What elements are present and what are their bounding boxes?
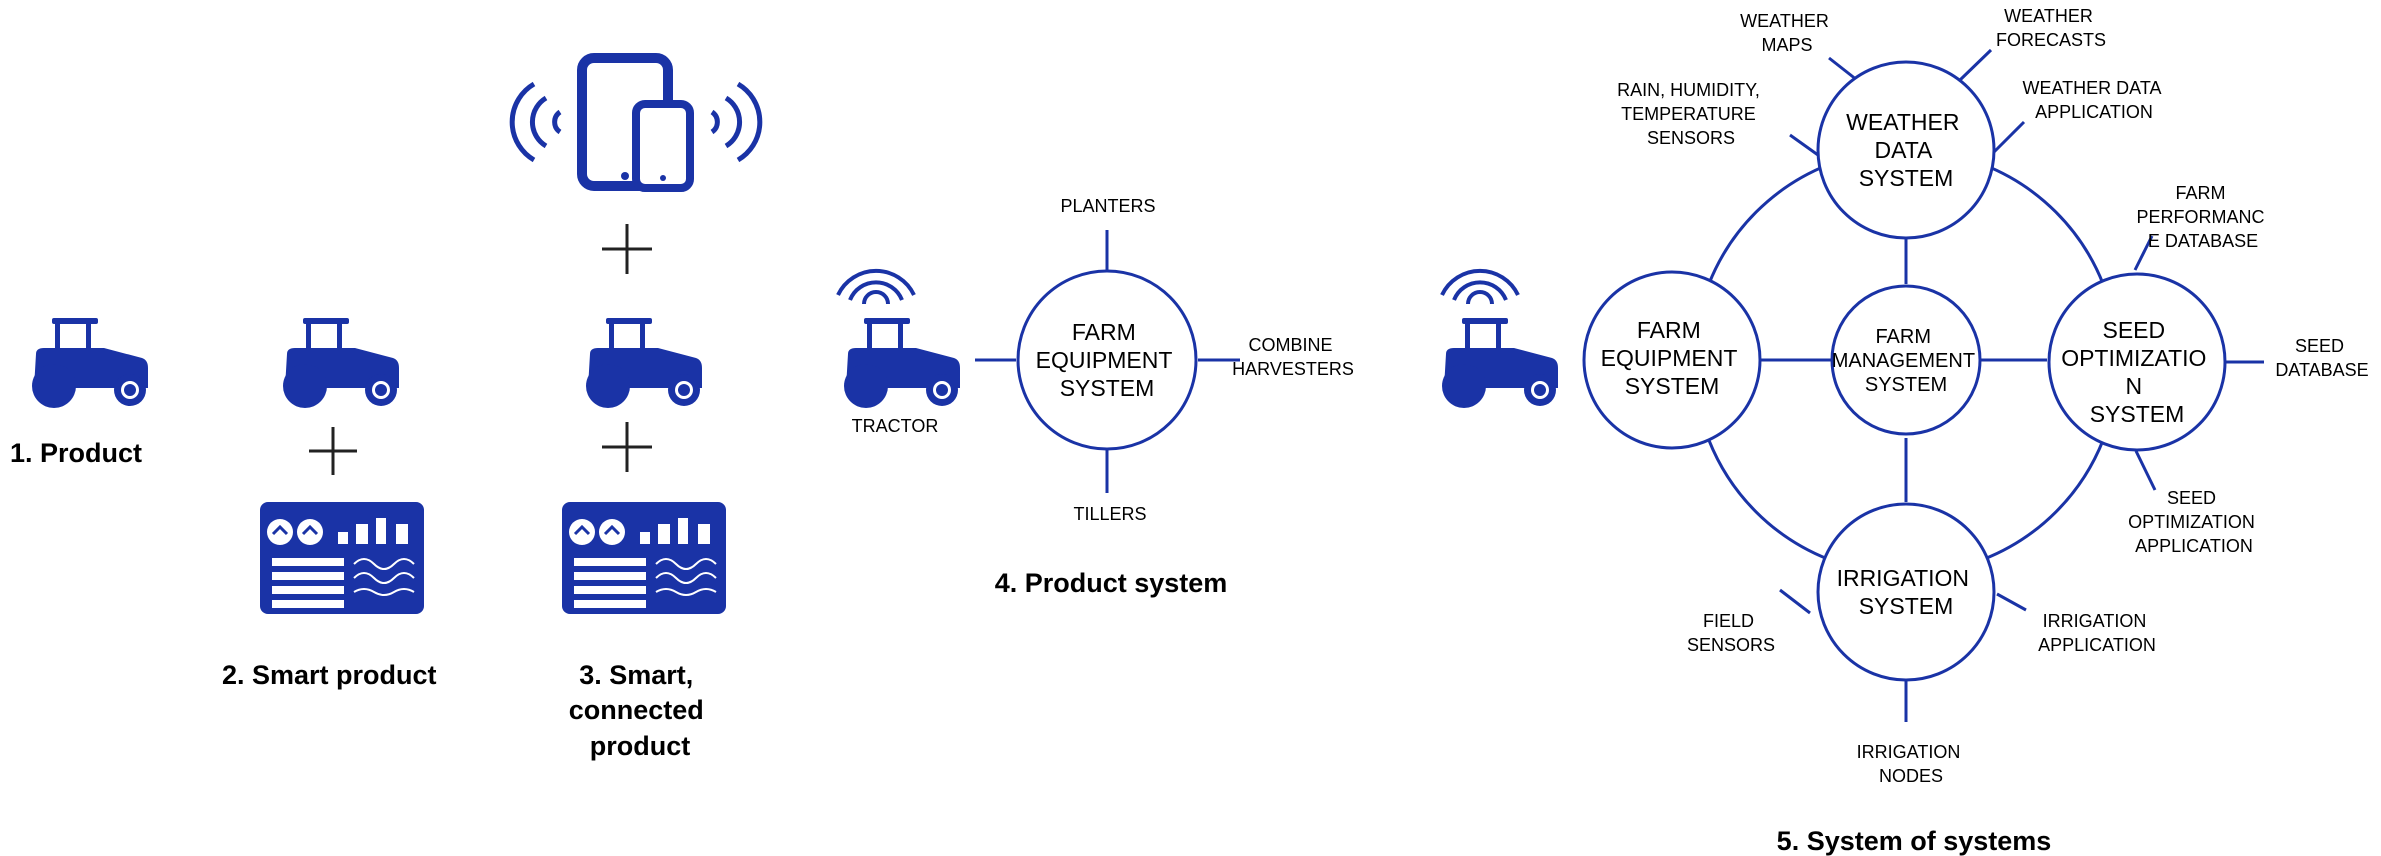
farm-management-system-label: FARM MANAGEMENT SYSTEM [1832,326,1981,396]
seed-database-label: SEED DATABASE [2275,336,2368,380]
irrigation-system-node [1816,502,1996,682]
stage-3-label: 3. Smart, connected product [569,660,712,761]
seed-optimization-system-label: SEED OPTIMIZATIO N SYSTEM [2061,317,2213,427]
plus-icon [602,422,652,472]
farm-equipment-system-label: FARM EQUIPMENT SYSTEM [1036,319,1179,401]
tractor-icon [283,318,399,408]
seed-optimization-application-label: SEED OPTIMIZATION APPLICATION [2128,488,2260,556]
weather-data-system-label: WEATHER DATA SYSTEM [1846,109,1966,191]
stage-4-label: 4. Product system [995,568,1228,598]
planters-label: PLANTERS [1060,196,1155,216]
weather-data-system-node [1816,60,1996,240]
stage-1-label: 1. Product [10,438,142,468]
product-system-connectors [975,230,1240,493]
weather-forecasts-label: WEATHER FORECASTS [1996,6,2106,50]
weather-data-application-label: WEATHER DATA APPLICATION [2022,78,2165,122]
tractor-icon [32,318,148,408]
seed-optimization-system-node [2047,272,2227,452]
irrigation-system-label: IRRIGATION SYSTEM [1837,565,1976,619]
plus-icon [602,224,652,274]
farm-equipment-system-hub [1016,269,1198,451]
farm-equipment-system-node [1582,270,1762,450]
stage-5-label: 5. System of systems [1777,826,2052,856]
stage-2-label: 2. Smart product [222,660,437,690]
farm-performance-database-label: FARM PERFORMANC E DATABASE [2136,183,2269,251]
irrigation-nodes-label: IRRIGATION NODES [1857,742,1966,786]
tractor-label: TRACTOR [852,416,939,436]
wifi-icon [836,268,916,306]
wireless-tablet-icon [512,53,760,192]
plus-icon [309,427,357,475]
irrigation-application-label: IRRIGATION APPLICATION [2038,611,2156,655]
field-sensors-label: FIELD SENSORS [1687,611,1775,655]
dashboard-icon [560,500,728,616]
tractor-icon [1442,318,1558,408]
farm-management-system-node [1830,284,1982,436]
dashboard-icon [258,500,426,616]
combine-harvesters-label: COMBINE HARVESTERS [1232,335,1354,379]
tractor-icon [844,318,960,408]
tillers-label: TILLERS [1073,504,1146,524]
farm-equipment-system-node-label: FARM EQUIPMENT SYSTEM [1601,317,1744,399]
weather-sensors-label: RAIN, HUMIDITY, TEMPERATURE SENSORS [1617,80,1765,148]
weather-maps-label: WEATHER MAPS [1740,11,1834,55]
wifi-icon [1440,268,1520,306]
tractor-icon [586,318,702,408]
